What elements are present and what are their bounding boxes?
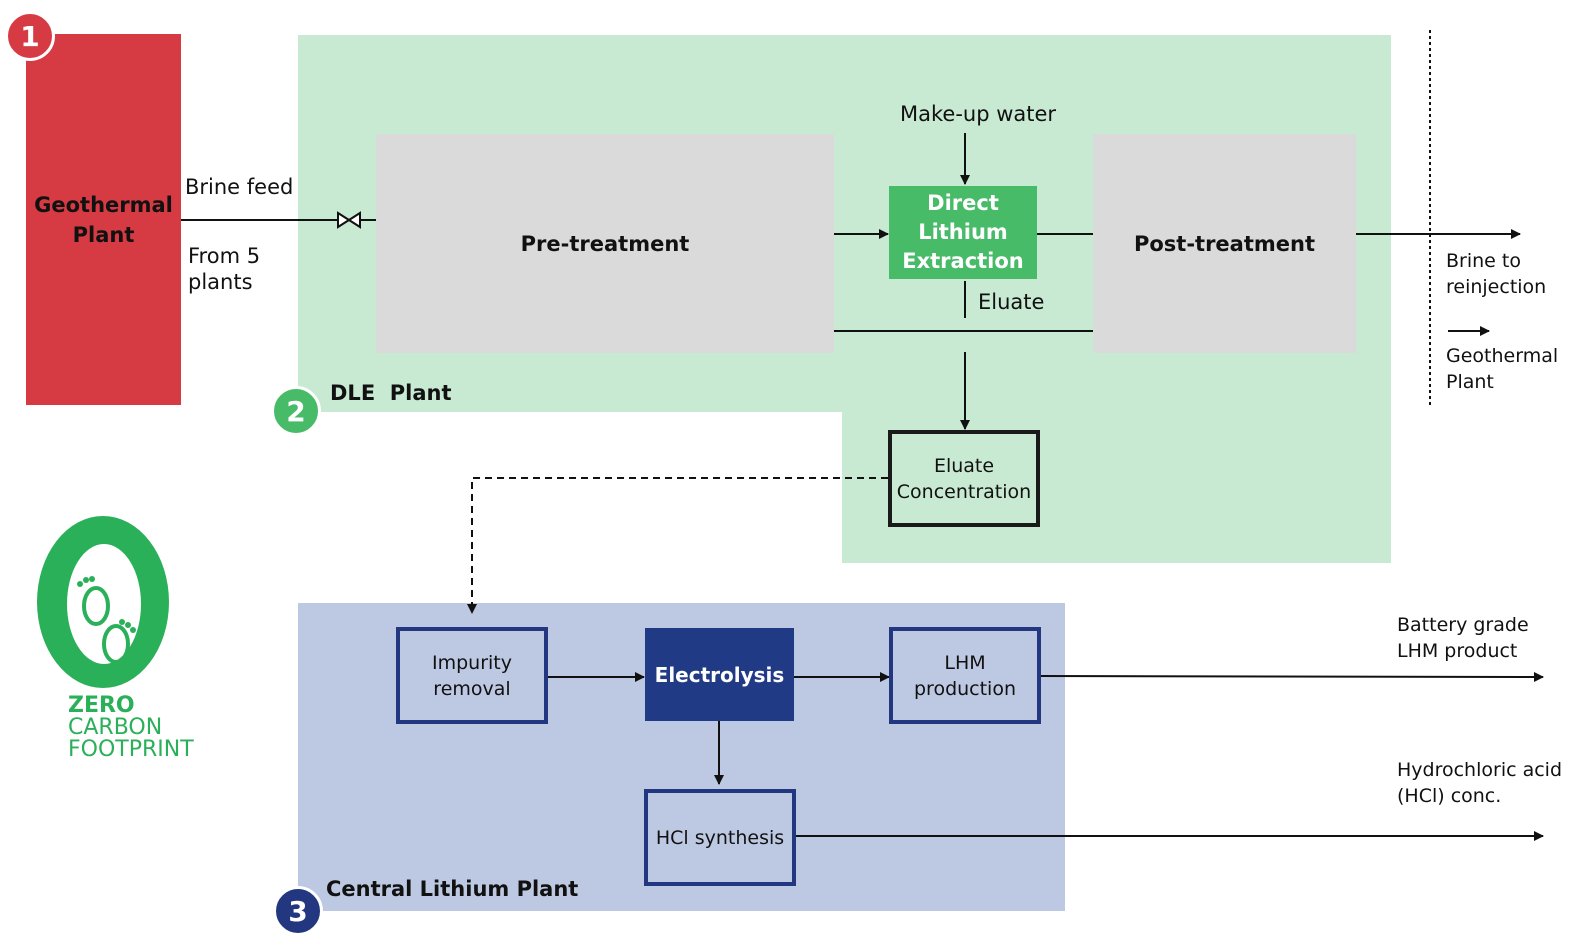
eluate-concentration-box: Eluate Concentration <box>888 430 1040 527</box>
impurity-removal-label: Impurity removal <box>432 651 512 700</box>
dle-plant-label: DLE Plant <box>330 381 452 405</box>
central-lithium-plant-label: Central Lithium Plant <box>326 877 579 901</box>
electrolysis-box: Electrolysis <box>645 628 794 721</box>
geothermal-plant-output-label: Geothermal Plant <box>1446 345 1559 393</box>
geothermal-plant-label: Geothermal Plant <box>34 192 173 247</box>
brine-feed-label: Brine feed <box>185 175 294 199</box>
eluate-concentration-label: Eluate Concentration <box>896 454 1032 503</box>
pretreatment-box: Pre-treatment <box>376 134 834 353</box>
electrolysis-label: Electrolysis <box>654 662 785 687</box>
hcl-synthesis-label: HCl synthesis <box>655 826 785 849</box>
badge-dle-plant: 2 <box>271 386 321 436</box>
brine-source-label: From 5 plants <box>188 244 261 294</box>
direct-lithium-extraction-box: Direct Lithium Extraction <box>889 186 1037 279</box>
dle-box-label: Direct Lithium Extraction <box>902 191 1024 273</box>
logo-line-footprint: FOOTPRINT <box>68 737 194 762</box>
posttreatment-label: Post-treatment <box>1133 231 1316 256</box>
valve-icon <box>337 211 361 229</box>
logo-line-zero: ZERO <box>68 693 135 718</box>
dashed-eluate-transfer <box>471 477 888 614</box>
brine-reinjection-label: Brine to reinjection <box>1446 250 1547 298</box>
eluate-label: Eluate <box>978 290 1045 314</box>
arrow-lhm-out <box>1039 671 1544 682</box>
hcl-synthesis-box: HCl synthesis <box>644 789 796 886</box>
zero-carbon-footprint-logo: ZERO CARBON FOOTPRINT <box>34 514 204 764</box>
makeup-water-label: Make-up water <box>900 102 1057 126</box>
lhm-production-label: LHM production <box>913 651 1017 700</box>
geothermal-plant-box: Geothermal Plant <box>26 34 181 405</box>
logo-line-carbon: CARBON <box>68 715 163 740</box>
lhm-production-box: LHM production <box>889 627 1041 724</box>
impurity-removal-box: Impurity removal <box>396 627 548 724</box>
battery-grade-label: Battery grade LHM product <box>1397 614 1529 662</box>
footprints-icon <box>37 516 169 688</box>
dle-plant-region-extension <box>842 410 1391 563</box>
badge-central-plant: 3 <box>273 886 323 936</box>
posttreatment-box: Post-treatment <box>1093 134 1356 353</box>
hcl-conc-label: Hydrochloric acid (HCl) conc. <box>1397 759 1563 807</box>
badge-geothermal: 1 <box>5 11 55 61</box>
pretreatment-label: Pre-treatment <box>520 231 690 256</box>
